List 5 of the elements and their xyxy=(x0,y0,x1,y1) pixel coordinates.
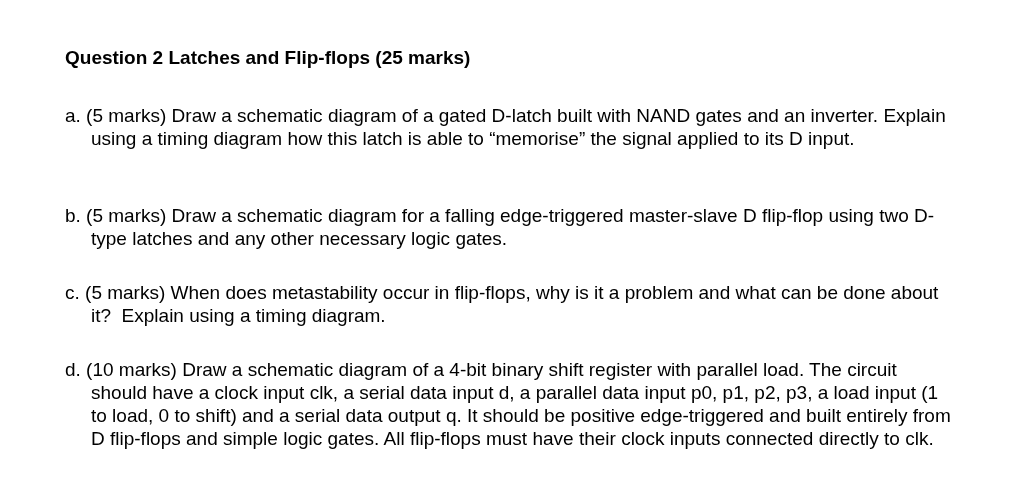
question-title: Question 2 Latches and Flip-flops (25 marks) xyxy=(65,47,471,69)
question-text: c. (5 marks) When does metastability occur in flip-flops, why is it a problem and what can be done about it? Explain using a timing diagram. xyxy=(65,281,940,327)
question-text: b. (5 marks) Draw a schematic diagram for a falling edge-triggered master-slave D flip-flop using two D-type latches and any other necessary logic gates. xyxy=(65,204,936,250)
question-text: a. (5 marks) Draw a schematic diagram of a gated D-latch built with NAND gates and an inverter. Explain using a timing diagram how this latch is able to “memorise” the signal applied to its D input. xyxy=(65,104,947,150)
question-text: d. (10 marks) Draw a schematic diagram of a 4-bit binary shift register with parallel load. The circuit should have a clock input clk, a serial data input d, a parallel data input p0, p1, p2, p3, a load input (1 to load, 0 to shift) and a serial data output q. It should be positive edge-triggered and built entirely from D flip-flops and simple logic gates. All flip-flops must have their clock inputs connected directly to clk. xyxy=(65,358,952,450)
